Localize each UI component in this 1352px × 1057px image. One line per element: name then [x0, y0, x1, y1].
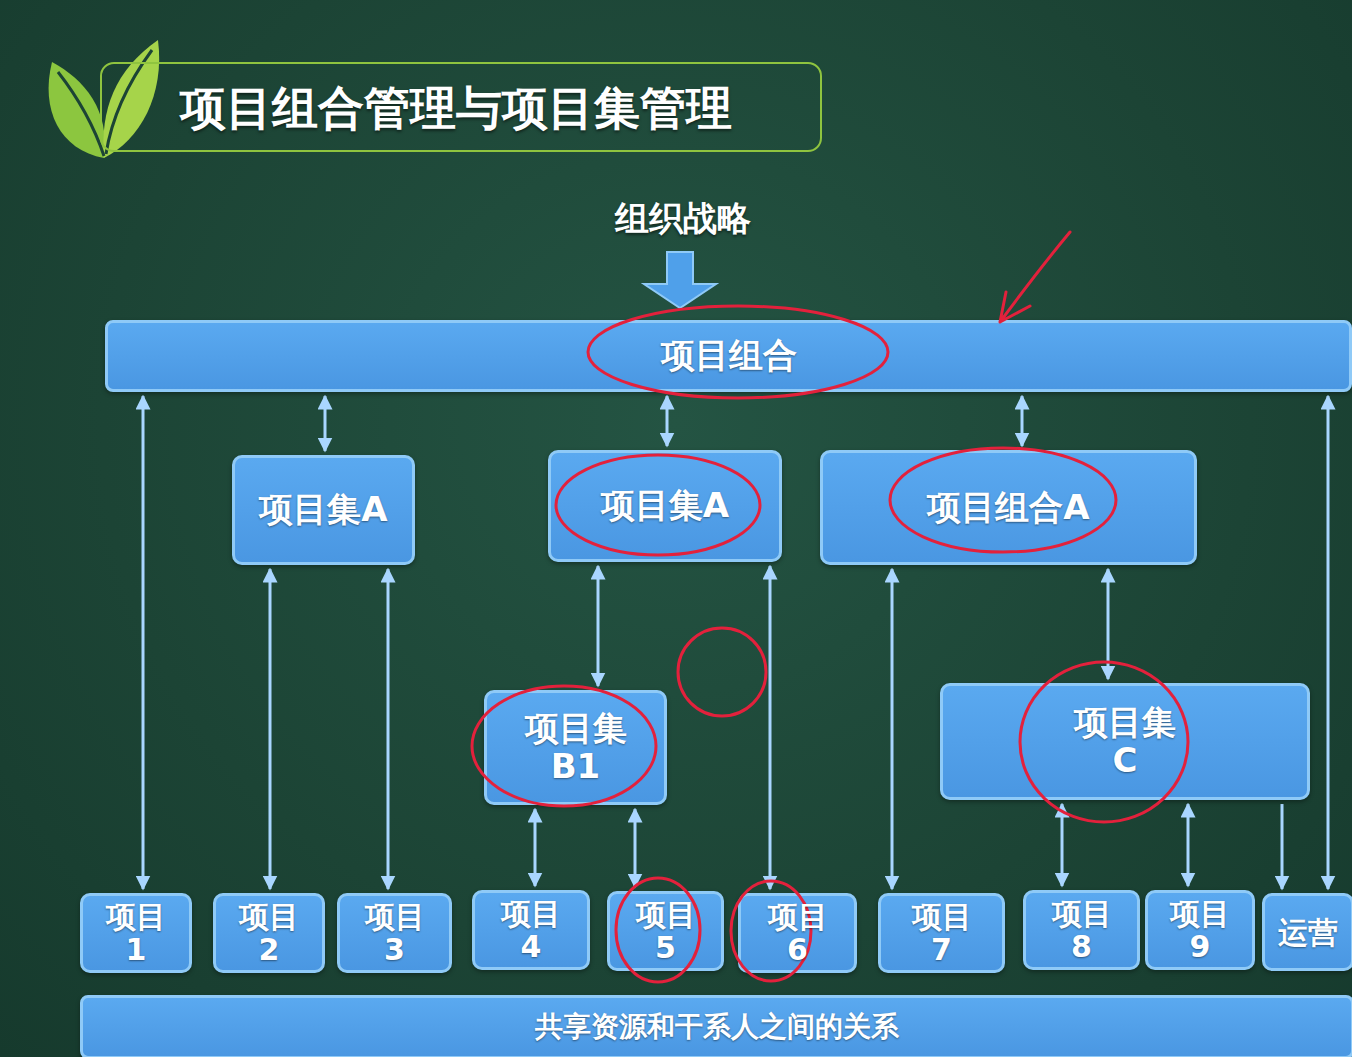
band-box: 共享资源和干系人之间的关系 — [80, 995, 1352, 1057]
annotation-circle — [616, 878, 700, 982]
process-box: 项目 9 — [1145, 890, 1255, 970]
annotation-circle — [731, 881, 811, 981]
connector-arrow — [387, 569, 390, 889]
node-label: 项目 6 — [766, 900, 829, 966]
annotation-arrow — [1000, 232, 1070, 322]
connector-arrow — [769, 566, 772, 889]
node-label: 运营 — [1278, 916, 1338, 949]
node-label: 项目 5 — [634, 898, 697, 964]
connector-arrow — [666, 396, 669, 446]
connector-arrow — [324, 396, 327, 451]
process-box: 项目 5 — [607, 891, 724, 971]
connector-arrow — [1327, 396, 1330, 889]
connector-arrow — [891, 569, 894, 889]
node-label: 项目 2 — [238, 900, 301, 966]
annotation-circle — [556, 455, 760, 555]
leaf-icon — [49, 40, 160, 158]
process-box: 运营 — [1262, 893, 1352, 971]
process-box: 项目集A — [232, 455, 415, 565]
annotation-circle — [588, 306, 888, 398]
connector-arrow — [1107, 569, 1110, 679]
strategy-arrow — [644, 252, 716, 308]
connector-arrow — [269, 569, 272, 889]
node-label: 项目集 B1 — [519, 710, 631, 785]
node-label: 项目 4 — [500, 897, 563, 963]
node-label: 项目 1 — [105, 900, 168, 966]
process-box: 项目 2 — [213, 893, 325, 973]
annotation-circle — [890, 448, 1116, 552]
annotation-circle — [678, 628, 766, 716]
process-box: 项目 6 — [738, 893, 857, 973]
node-label: 项目 9 — [1169, 897, 1232, 963]
process-box: 项目集 B1 — [484, 690, 667, 805]
process-box: 项目 3 — [337, 893, 452, 973]
connector-arrow — [142, 396, 145, 889]
process-box: 项目 7 — [878, 893, 1005, 973]
node-label: 项目 3 — [363, 900, 426, 966]
strategy-label: 组织战略 — [615, 196, 751, 242]
process-box: 项目 4 — [472, 890, 590, 970]
node-label: 项目 7 — [910, 900, 973, 966]
process-box: 项目 8 — [1023, 890, 1140, 970]
title-text: 项目组合管理与项目集管理 — [180, 78, 732, 140]
connector-arrow — [597, 566, 600, 686]
node-label: 项目组合A — [927, 489, 1089, 526]
process-box: 项目组合A — [820, 450, 1197, 565]
process-box: 项目 1 — [80, 893, 192, 973]
process-box: 项目集A — [548, 450, 782, 562]
node-label: 项目组合 — [661, 337, 797, 374]
connector-arrow — [534, 809, 537, 886]
node-label: 项目 8 — [1050, 897, 1113, 963]
connector-arrow — [1187, 804, 1190, 886]
process-box: 项目集 C — [940, 683, 1310, 800]
band-box: 项目组合 — [105, 320, 1352, 392]
annotation-circle — [472, 686, 656, 806]
connector-arrow — [634, 809, 637, 887]
node-label: 项目集 C — [1069, 704, 1181, 779]
node-label: 项目集A — [259, 491, 387, 528]
connector-arrow — [1021, 396, 1024, 446]
annotation-circle — [1020, 662, 1188, 822]
node-label: 项目集A — [601, 487, 729, 524]
connector-arrow — [1061, 804, 1064, 886]
node-label: 共享资源和干系人之间的关系 — [535, 1012, 899, 1043]
connector-arrow — [1281, 804, 1284, 889]
